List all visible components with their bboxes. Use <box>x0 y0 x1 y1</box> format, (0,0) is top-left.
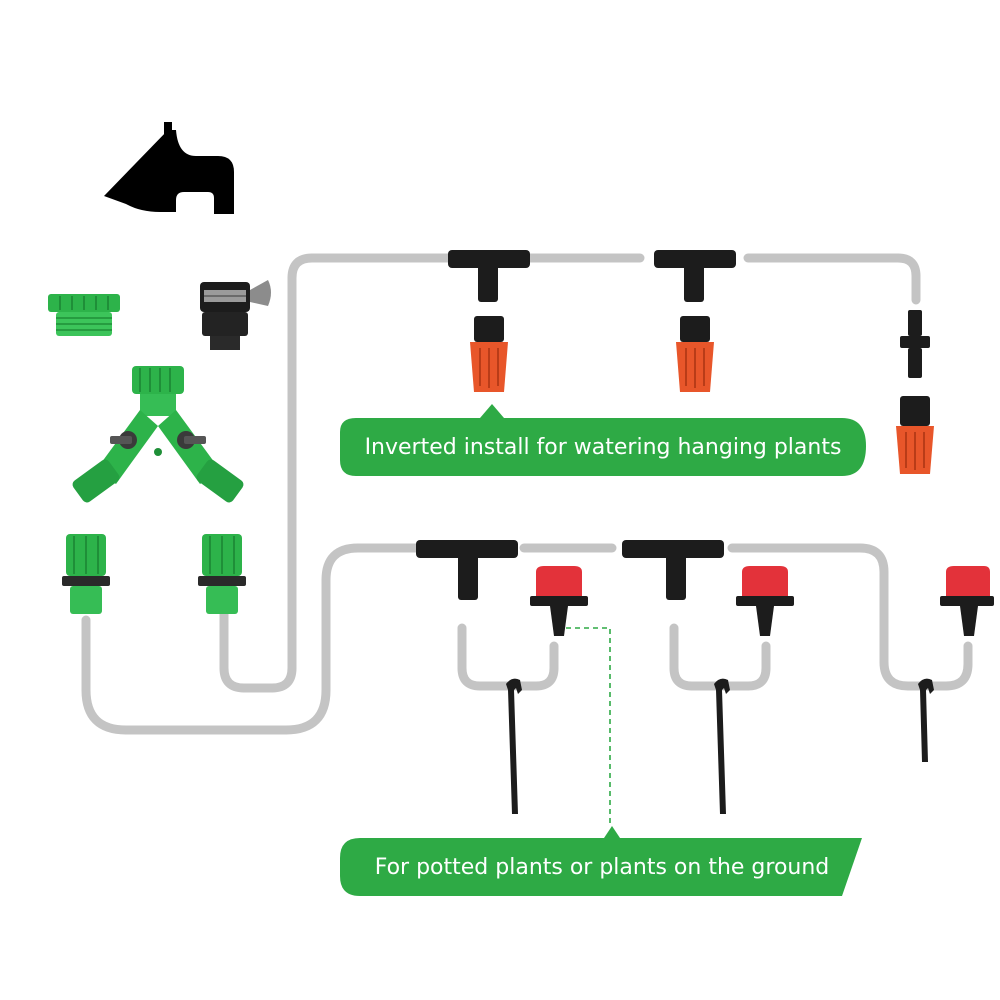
sprinkler-emitter-icon <box>530 566 588 636</box>
tube-bottom-seg-3 <box>727 543 973 691</box>
top-label-text: Inverted install for watering hanging pl… <box>365 435 842 460</box>
tube-top-run <box>219 253 453 693</box>
tubing-lines <box>81 253 973 735</box>
faucet-icon <box>104 122 234 214</box>
dashed-pointer-line <box>566 627 611 826</box>
ground-stake-icon <box>918 678 934 762</box>
tube-bottom-run <box>81 543 421 735</box>
top-label-callout: Inverted install for watering hanging pl… <box>340 404 866 476</box>
thread-adapter-icon <box>48 294 120 336</box>
quick-connector-icon <box>198 534 246 614</box>
bottom-label-callout: For potted plants or plants on the groun… <box>340 826 862 896</box>
ground-stake-icon <box>714 678 730 814</box>
tube-loop-1 <box>457 623 559 691</box>
sprinkler-emitter-icon <box>736 566 794 636</box>
tee-connector-icon <box>448 250 530 302</box>
y-splitter-valve-icon <box>72 366 244 503</box>
faucet-adapter-icon <box>200 280 271 350</box>
tee-connector-icon <box>654 250 736 302</box>
barbed-coupling-icon <box>900 310 930 378</box>
tee-connector-icon <box>622 540 724 600</box>
sprinkler-emitter-icon <box>940 566 994 636</box>
bottom-label-text: For potted plants or plants on the groun… <box>375 855 830 880</box>
adjustable-dripper-icon <box>896 396 934 474</box>
tee-connector-icon <box>416 540 518 600</box>
adjustable-dripper-icon <box>470 316 508 392</box>
adjustable-dripper-icon <box>676 316 714 392</box>
tube-loop-2 <box>669 623 771 691</box>
ground-stake-icon <box>506 678 522 814</box>
tube-top-seg-3 <box>743 253 921 305</box>
quick-connector-icon <box>62 534 110 614</box>
